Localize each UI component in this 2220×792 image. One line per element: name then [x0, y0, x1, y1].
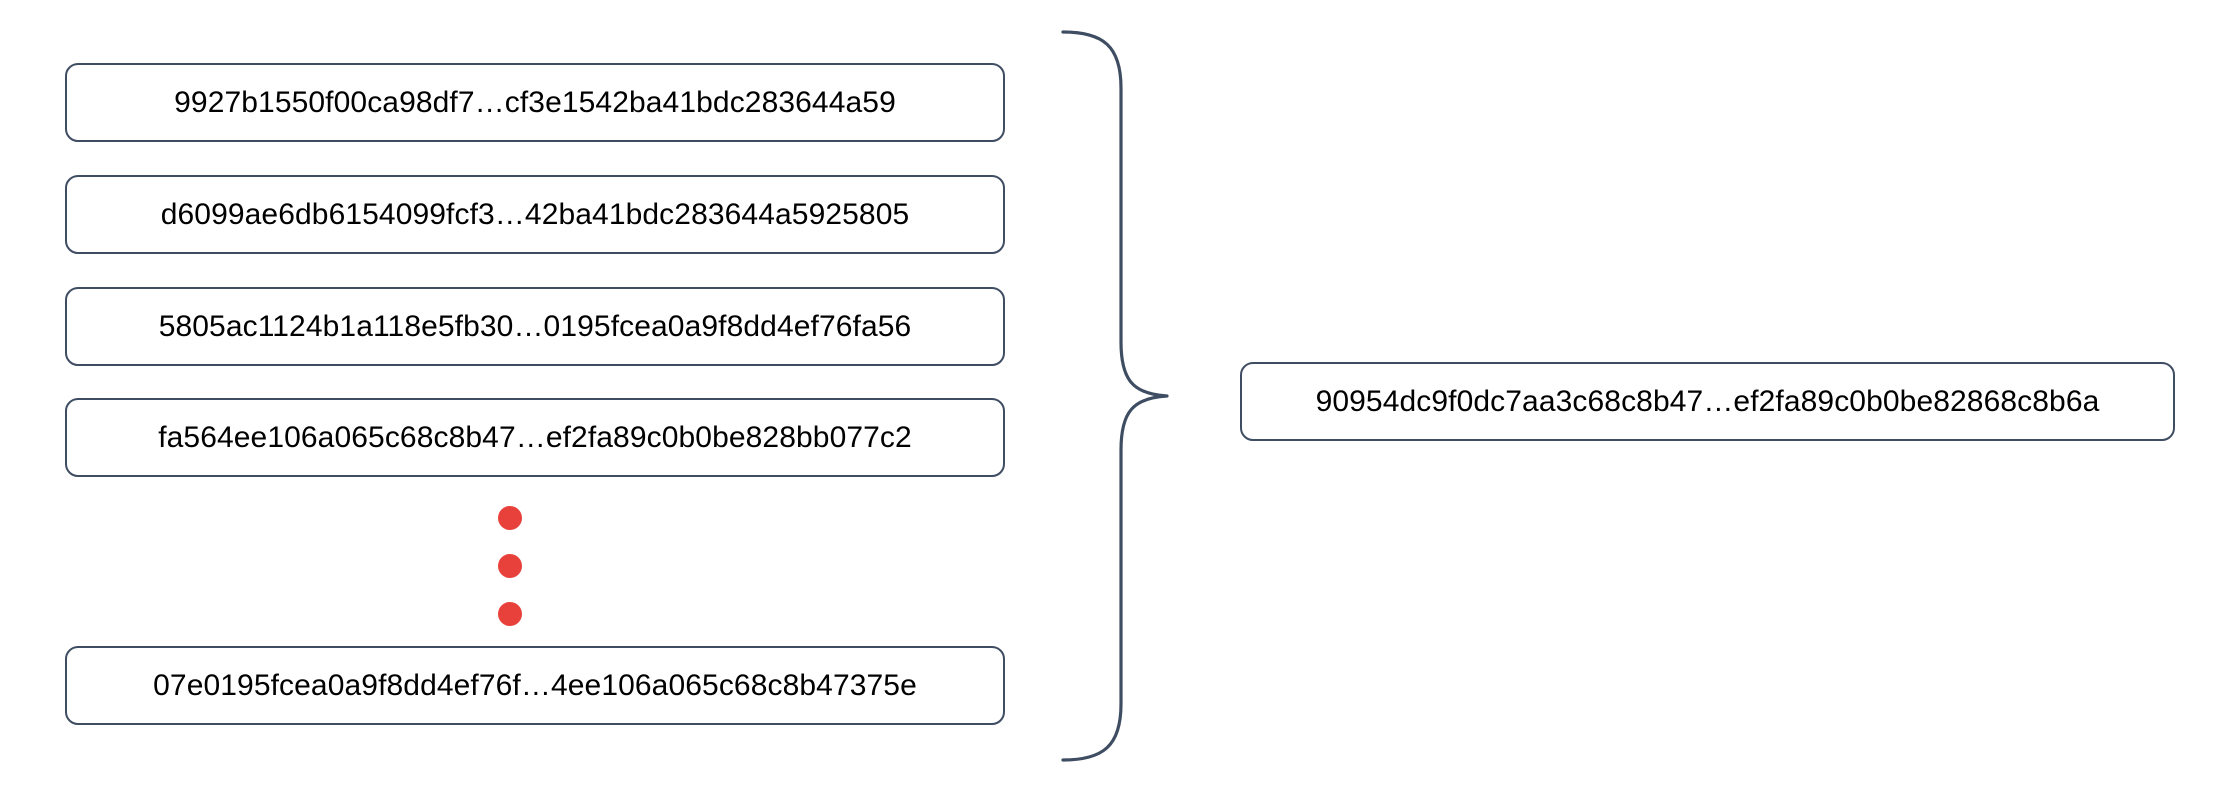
curly-brace-icon — [1055, 24, 1175, 768]
ellipsis-dot-2 — [498, 554, 522, 578]
input-hash-box-1[interactable]: 9927b1550f00ca98df7…cf3e1542ba41bdc28364… — [65, 63, 1005, 142]
input-hash-box-3[interactable]: 5805ac1124b1a118e5fb30…0195fcea0a9f8dd4e… — [65, 287, 1005, 366]
input-hash-box-4[interactable]: fa564ee106a065c68c8b47…ef2fa89c0b0be828b… — [65, 398, 1005, 477]
vertical-ellipsis-icon — [498, 500, 532, 628]
input-hash-box-last[interactable]: 07e0195fcea0a9f8dd4ef76f…4ee106a065c68c8… — [65, 646, 1005, 725]
input-hash-box-2[interactable]: d6099ae6db6154099fcf3…42ba41bdc283644a59… — [65, 175, 1005, 254]
ellipsis-dot-1 — [498, 506, 522, 530]
ellipsis-dot-3 — [498, 602, 522, 626]
output-hash-box[interactable]: 90954dc9f0dc7aa3c68c8b47…ef2fa89c0b0be82… — [1240, 362, 2175, 441]
